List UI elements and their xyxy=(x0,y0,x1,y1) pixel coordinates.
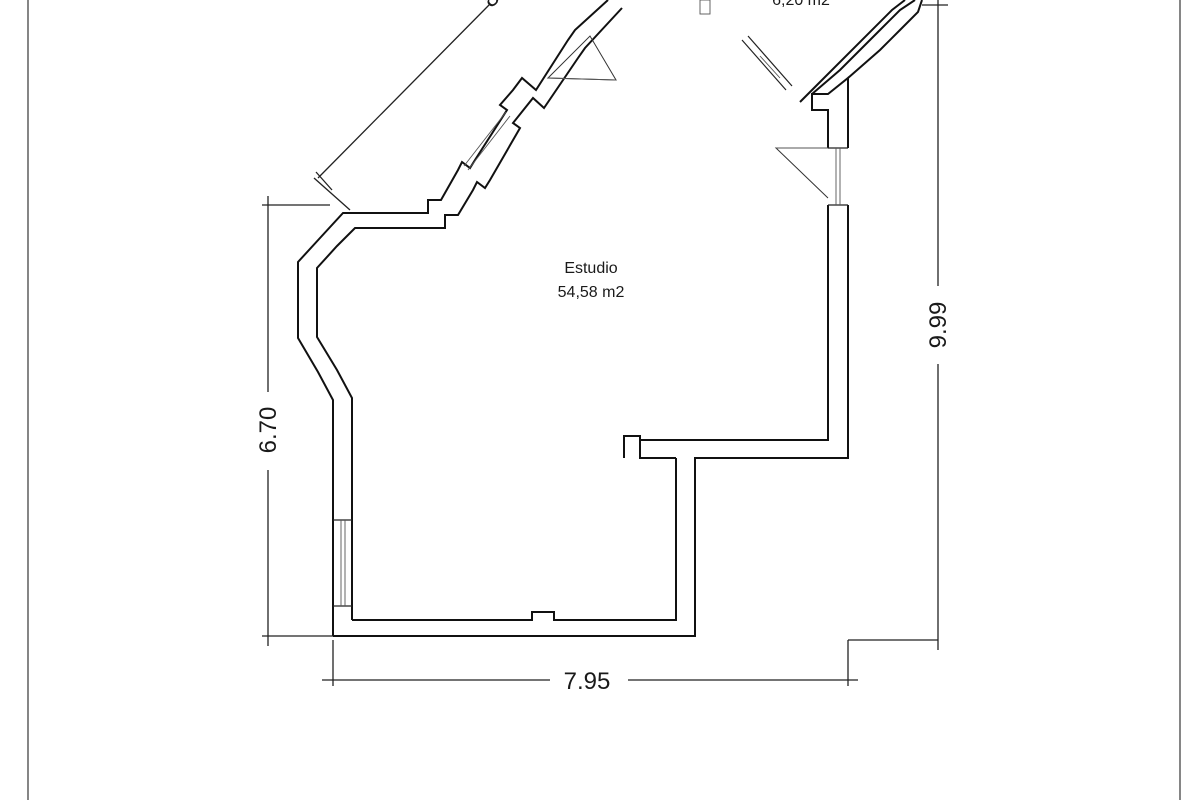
dimension-top-diagonal xyxy=(313,3,491,211)
window-diagonal xyxy=(463,111,511,171)
inner-wall xyxy=(316,7,623,620)
bottom-wall xyxy=(333,205,849,637)
door-right xyxy=(774,147,848,206)
door-bath xyxy=(699,0,793,91)
door-swing-top xyxy=(546,35,617,81)
bath-wall-right xyxy=(847,0,923,79)
dimension-bottom-label: 7.95 xyxy=(564,668,611,695)
room-area-bath: 6,20 m2 xyxy=(772,0,830,9)
room-name-estudio: Estudio xyxy=(564,260,617,277)
door-swing-right xyxy=(774,147,829,199)
dimension-left xyxy=(262,196,333,646)
dimension-left-label: 6.70 xyxy=(255,407,282,454)
walls xyxy=(297,0,923,637)
outer-wall xyxy=(297,0,609,636)
page-frame xyxy=(27,0,1181,800)
bath-wall xyxy=(799,0,916,103)
dimension-bottom xyxy=(322,639,938,686)
right-inner-wall xyxy=(640,205,829,441)
dimension-top-label: 8 xyxy=(476,0,505,13)
bottom-wall-inner xyxy=(352,435,677,621)
dimension-right-label: 9.99 xyxy=(925,302,952,349)
window-left xyxy=(333,519,352,607)
dimension-right xyxy=(922,0,948,650)
door-top xyxy=(546,35,617,81)
room-area-estudio: 54,58 m2 xyxy=(558,284,625,301)
